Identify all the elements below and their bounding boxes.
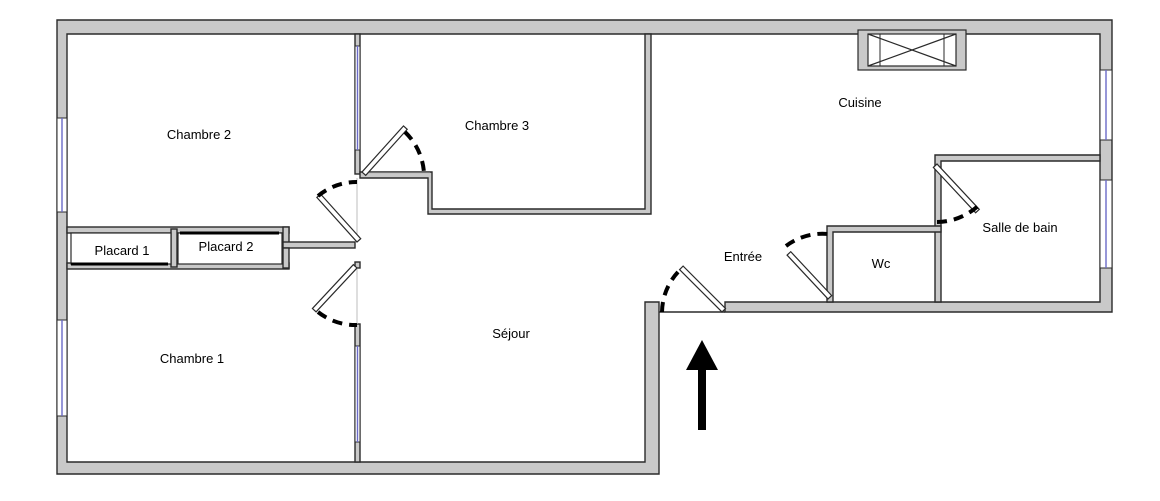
room-label-chambre-1: Chambre 1 (160, 351, 224, 366)
room-label-placard-2: Placard 2 (199, 239, 254, 254)
windows (56, 45, 1113, 443)
door-chambre-1 (311, 263, 358, 328)
room-label-chambre-3: Chambre 3 (465, 118, 529, 133)
room-label-chambre-2: Chambre 2 (167, 127, 231, 142)
outer-walls (56, 19, 1113, 475)
room-label-entree: Entrée (724, 249, 762, 264)
room-label-sejour: Séjour (492, 326, 530, 341)
entrance-arrow-icon (686, 340, 718, 430)
door-entree (660, 265, 727, 313)
ventilation-duct-icon (857, 29, 967, 71)
room-label-wc: Wc (872, 256, 891, 271)
door-wc (784, 231, 833, 300)
room-label-salle-de-bain: Salle de bain (982, 220, 1057, 235)
placards (70, 231, 283, 266)
door-chambre-2 (316, 178, 362, 243)
room-label-placard-1: Placard 1 (95, 243, 150, 258)
door-chambre-3 (361, 125, 430, 177)
room-label-cuisine: Cuisine (838, 95, 881, 110)
door-salle-de-bain (932, 163, 981, 224)
